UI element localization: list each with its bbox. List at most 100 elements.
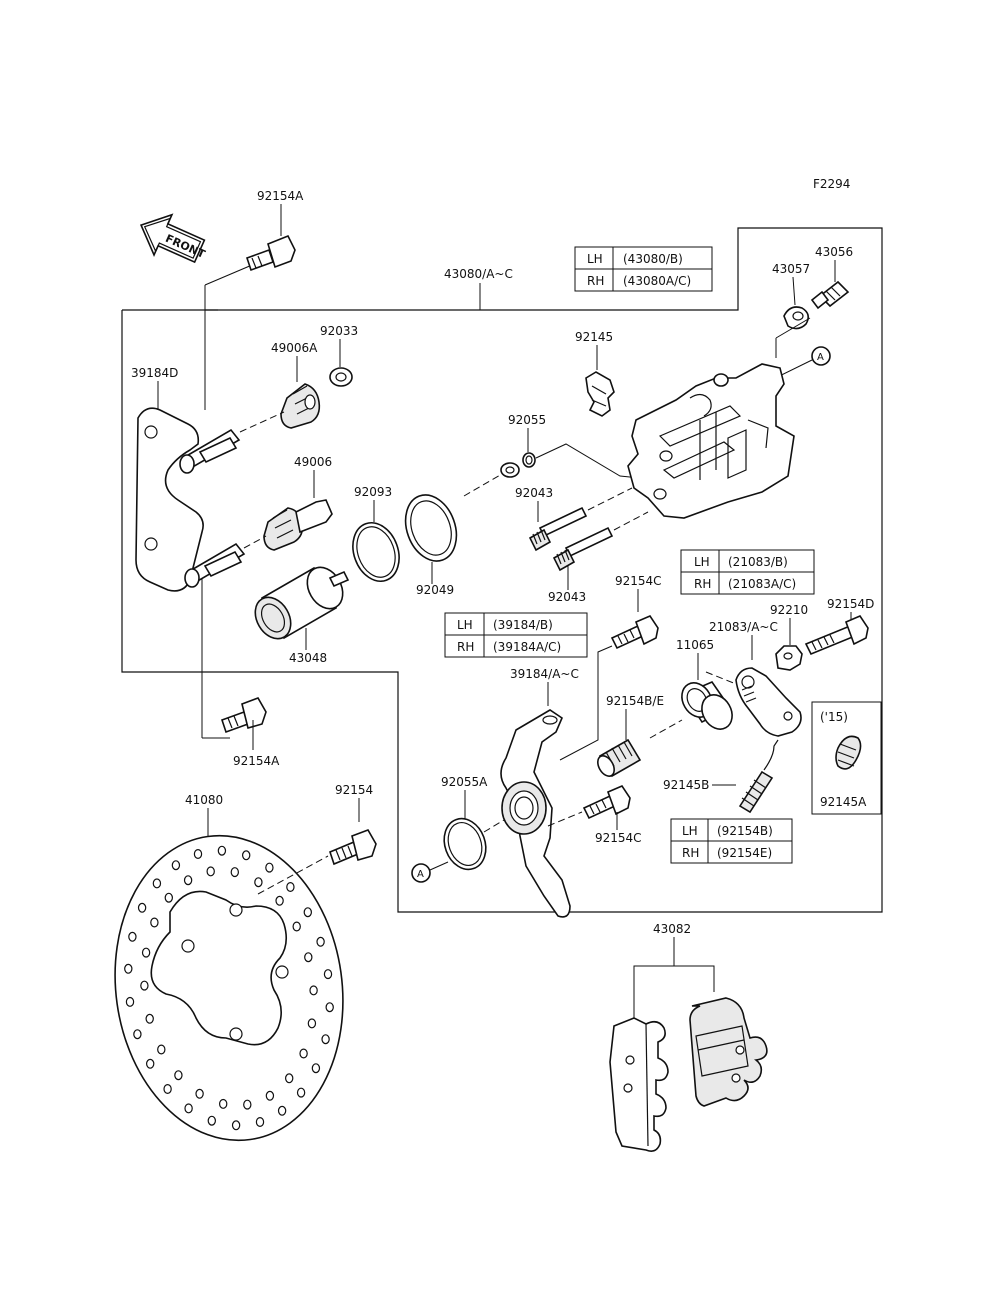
bolt-table-rh-value: (92154E) <box>717 846 772 860</box>
seal-92093 <box>352 522 400 582</box>
label-92033: 92033 <box>320 324 358 338</box>
disc-vent-hole <box>218 1098 228 1109</box>
disc-vent-hole <box>133 1029 142 1040</box>
label-41080: 41080 <box>185 793 223 807</box>
lever-table-lh-value: (21083/B) <box>728 555 788 569</box>
disc-vent-hole <box>299 1048 308 1059</box>
disc-vent-hole <box>206 866 215 877</box>
disc-vent-hole <box>152 878 162 889</box>
holder-table-lh-value: (39184/B) <box>493 618 553 632</box>
lever-variant-table: LH (21083/B) RH (21083A/C) <box>680 549 815 595</box>
bolt-92154BE <box>597 738 642 778</box>
disc-vent-hole <box>254 877 263 888</box>
disc-vent-hole <box>286 881 295 892</box>
disc-vent-hole <box>207 1115 216 1126</box>
label-92043-b: 92043 <box>548 590 586 604</box>
bolt-92154C-upper <box>610 615 659 650</box>
disc-vent-hole <box>193 848 203 859</box>
disc-vent-hole <box>230 867 239 878</box>
piston-43048 <box>254 566 350 640</box>
label-92043-a: 92043 <box>515 486 553 500</box>
spring-92145A <box>835 735 862 770</box>
label-11065: 11065 <box>676 638 714 652</box>
washer-92033 <box>329 367 353 387</box>
year-box-15: ('15) 92145A <box>811 701 882 815</box>
holder-39184AC <box>500 709 571 918</box>
disc-vent-hole <box>137 902 147 913</box>
disc-vent-hole <box>231 1120 241 1131</box>
disc-vent-hole <box>304 952 313 963</box>
holder-table-rh-value: (39184A/C) <box>493 640 561 654</box>
brake-pad-left <box>609 1017 669 1152</box>
disc-vent-hole <box>265 862 274 873</box>
bolt-92154A-top <box>245 234 296 272</box>
brake-disc-41080 <box>114 834 344 1142</box>
washer-92055-small <box>500 462 520 478</box>
disc-vent-hole <box>265 1090 275 1101</box>
disc-vent-holes <box>124 845 334 1131</box>
label-92145: 92145 <box>575 330 613 344</box>
caliper-table-rh-value: (43080A/C) <box>623 274 691 288</box>
label-92154A-bottom: 92154A <box>233 754 280 768</box>
caliper-variant-table: LH (43080/B) RH (43080A/C) <box>574 246 713 292</box>
figure-id: F2294 <box>813 177 850 191</box>
boot-49006A <box>280 383 321 429</box>
disc-vent-hole <box>296 1087 306 1098</box>
bolt-table-lh-value: (92154B) <box>717 824 773 838</box>
disc-vent-hole <box>311 1063 321 1074</box>
callout-a-upper: A <box>754 346 831 389</box>
holder-table-rh: RH <box>457 640 474 654</box>
guide-pin-92043-a <box>528 506 588 552</box>
bolt-92154-disc <box>329 829 377 866</box>
label-92154D: 92154D <box>827 597 874 611</box>
nut-92210 <box>775 645 803 671</box>
disc-vent-hole <box>125 996 135 1007</box>
label-92145B: 92145B <box>663 778 709 792</box>
bleeder-valve-43056 <box>810 280 850 310</box>
disc-vent-hole <box>292 921 301 932</box>
caliper-body <box>627 363 795 519</box>
label-39184D: 39184D <box>131 366 178 380</box>
caliper-table-lh-value: (43080/B) <box>623 252 683 266</box>
bolt-table-rh: RH <box>682 846 699 860</box>
label-49006A: 49006A <box>271 341 318 355</box>
disc-vent-hole <box>163 1083 172 1094</box>
seal-92049 <box>404 494 458 562</box>
disc-vent-hole <box>157 1044 166 1055</box>
holder-variant-table: LH (39184/B) RH (39184A/C) <box>444 612 588 658</box>
callout-a-lower: A <box>411 861 449 883</box>
disc-vent-hole <box>285 1073 294 1084</box>
label-92055A: 92055A <box>441 775 488 789</box>
label-92154C-b: 92154C <box>595 831 642 845</box>
brake-lever-21083 <box>735 667 802 737</box>
bolt-variant-table: LH (92154B) RH (92154E) <box>670 818 793 864</box>
disc-vent-hole <box>241 850 251 861</box>
bolt-92154A-bottom <box>220 697 267 734</box>
spring-92145B <box>738 739 779 814</box>
disc-vent-hole <box>145 1058 155 1069</box>
disc-vent-hole <box>307 1018 317 1029</box>
disc-vent-hole <box>174 1070 183 1081</box>
assembly-frame <box>121 227 883 913</box>
label-21083: 21083/A~C <box>709 620 778 634</box>
lever-table-lh: LH <box>694 555 710 569</box>
caliper-bracket-39184D <box>135 407 246 592</box>
bolt-92154D <box>804 615 869 656</box>
disc-vent-hole <box>124 963 133 974</box>
front-arrow-icon: FRONT <box>139 213 208 264</box>
label-43080: 43080/A~C <box>444 267 513 281</box>
seal-11065 <box>681 681 733 730</box>
disc-vent-hole <box>183 875 193 886</box>
label-15: ('15) <box>820 710 848 724</box>
boot-49006 <box>263 499 333 551</box>
pad-spring-92145 <box>585 371 615 417</box>
svg-text:A: A <box>817 352 824 363</box>
label-39184AC: 39184/A~C <box>510 667 579 681</box>
disc-vent-hole <box>243 1099 252 1110</box>
disc-vent-hole <box>217 845 227 856</box>
label-43057: 43057 <box>772 262 810 276</box>
lever-table-rh: RH <box>694 577 711 591</box>
label-43082: 43082 <box>653 922 691 936</box>
bolt-table-lh: LH <box>682 824 698 838</box>
